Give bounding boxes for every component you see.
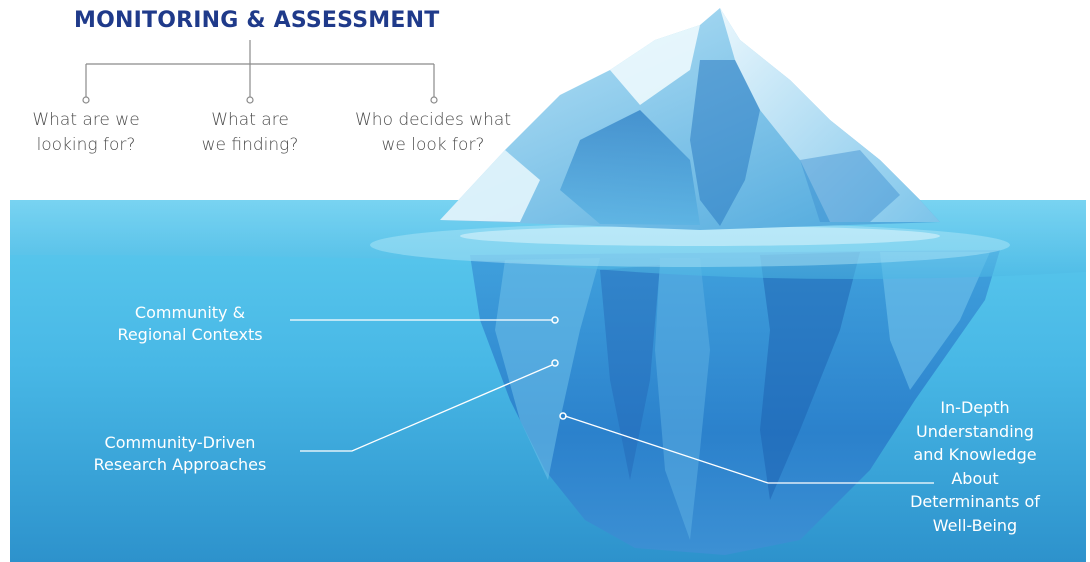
leader-dot-understanding <box>559 412 567 420</box>
question-bracket <box>85 40 435 97</box>
iceberg-tip <box>440 8 940 230</box>
question-who-decides: Who decides what we look for? <box>355 110 511 155</box>
iceberg-underwater <box>470 250 1000 555</box>
leader-dot-contexts <box>551 316 559 324</box>
leader-line-approaches <box>300 364 553 452</box>
leader-line-understanding <box>564 415 934 484</box>
question-finding: What are we finding? <box>201 110 299 155</box>
label-community-regional-contexts: Community & Regional Contexts <box>117 303 263 344</box>
bracket-dot-2 <box>246 96 254 104</box>
label-in-depth-understanding: In-Depth Understanding and Knowledge Abo… <box>910 398 1040 535</box>
page-title: MONITORING & ASSESSMENT <box>74 8 440 33</box>
bracket-dot-3 <box>430 96 438 104</box>
leader-dot-approaches <box>551 359 559 367</box>
label-community-driven-research: Community-Driven Research Approaches <box>93 433 267 474</box>
question-looking-for: What are we looking for? <box>32 110 140 155</box>
bracket-dot-1 <box>82 96 90 104</box>
